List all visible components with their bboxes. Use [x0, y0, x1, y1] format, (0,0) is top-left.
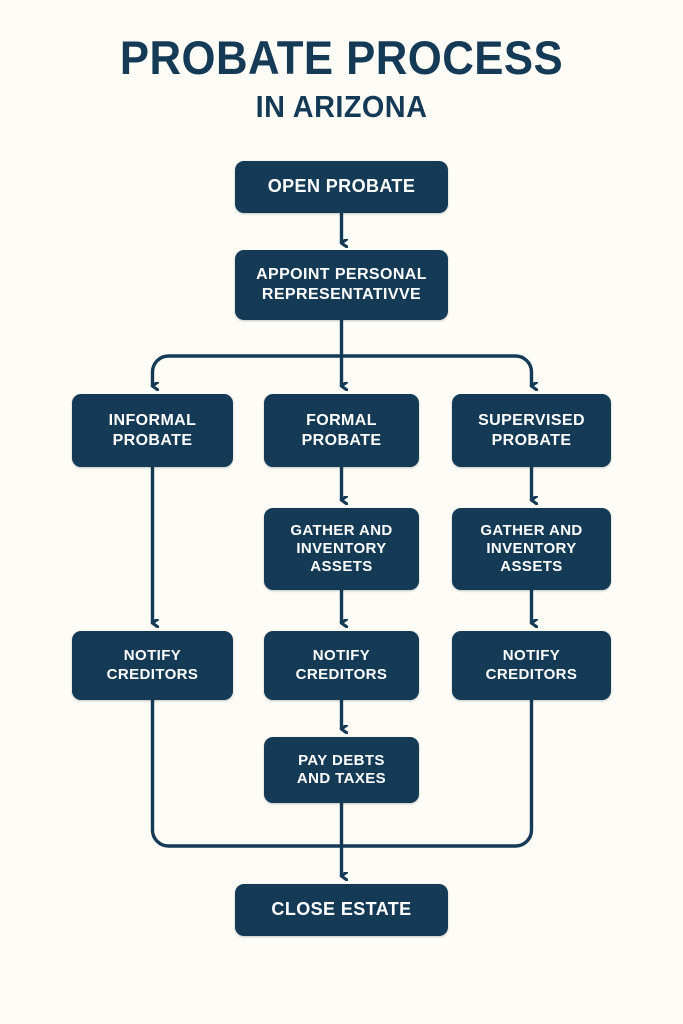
node-supervised-probate-line-1: SUPERVISED: [478, 411, 585, 429]
page-subtitle: IN ARIZONA: [255, 88, 428, 124]
node-pay-debts-line-2: AND TAXES: [296, 770, 387, 787]
node-informal-probate-line-2: PROBATE: [112, 431, 193, 449]
node-pay-debts-line-1: PAY DEBTS: [298, 751, 385, 769]
node-notify-left-line-2: CREDITORS: [106, 665, 199, 683]
node-open-probate-label: OPEN PROBATE: [267, 176, 416, 197]
node-gather-inventory-assets-right[interactable]: GATHER AND INVENTORY ASSETS: [452, 508, 611, 590]
node-formal-probate-line-1: FORMAL: [306, 411, 377, 429]
node-notify-center-line-1: NOTIFY: [312, 647, 371, 665]
node-formal-probate[interactable]: FORMAL PROBATE: [264, 394, 419, 467]
node-gather-inventory-assets-center[interactable]: GATHER AND INVENTORY ASSETS: [264, 508, 419, 590]
node-gather-center-line-3: ASSETS: [310, 558, 373, 576]
node-notify-creditors-left[interactable]: NOTIFY CREDITORS: [72, 631, 233, 700]
node-pay-debts-and-taxes[interactable]: PAY DEBTS AND TAXES: [264, 737, 419, 803]
edge-notify-left-to-merge: [150, 700, 342, 848]
node-supervised-probate-line-2: PROBATE: [491, 431, 572, 449]
node-notify-creditors-right[interactable]: NOTIFY CREDITORS: [452, 631, 611, 700]
node-close-estate-label: CLOSE ESTATE: [271, 899, 412, 920]
edge-notify-right-to-merge: [341, 700, 534, 848]
node-supervised-probate[interactable]: SUPERVISED PROBATE: [452, 394, 611, 467]
header: PROBATE PROCESS IN ARIZONA: [0, 31, 683, 124]
node-gather-right-line-2: INVENTORY: [486, 539, 577, 557]
page-title: PROBATE PROCESS: [119, 31, 564, 84]
node-informal-probate-line-1: INFORMAL: [108, 411, 197, 429]
node-close-estate[interactable]: CLOSE ESTATE: [235, 884, 448, 936]
node-gather-right-line-1: GATHER AND: [480, 521, 583, 539]
node-open-probate[interactable]: OPEN PROBATE: [235, 161, 448, 213]
node-appoint-line-2: REPRESENTATIVVE: [261, 286, 422, 303]
node-notify-center-line-2: CREDITORS: [295, 665, 388, 683]
edge-split-bus-right: [341, 354, 532, 386]
node-notify-left-line-1: NOTIFY: [123, 647, 182, 665]
node-notify-right-line-1: NOTIFY: [502, 647, 561, 665]
node-gather-right-line-3: ASSETS: [500, 558, 563, 576]
node-appoint-line-1: APPOINT PERSONAL: [256, 266, 427, 284]
edge-split-bus-left: [153, 354, 342, 386]
node-notify-right-line-2: CREDITORS: [485, 665, 578, 683]
node-informal-probate[interactable]: INFORMAL PROBATE: [72, 394, 233, 467]
node-gather-center-line-2: INVENTORY: [296, 539, 387, 557]
node-formal-probate-line-2: PROBATE: [301, 431, 382, 449]
node-gather-center-line-1: GATHER AND: [290, 521, 393, 539]
node-notify-creditors-center[interactable]: NOTIFY CREDITORS: [264, 631, 419, 700]
node-appoint-personal-representative[interactable]: APPOINT PERSONAL REPRESENTATIVVE: [235, 250, 448, 320]
